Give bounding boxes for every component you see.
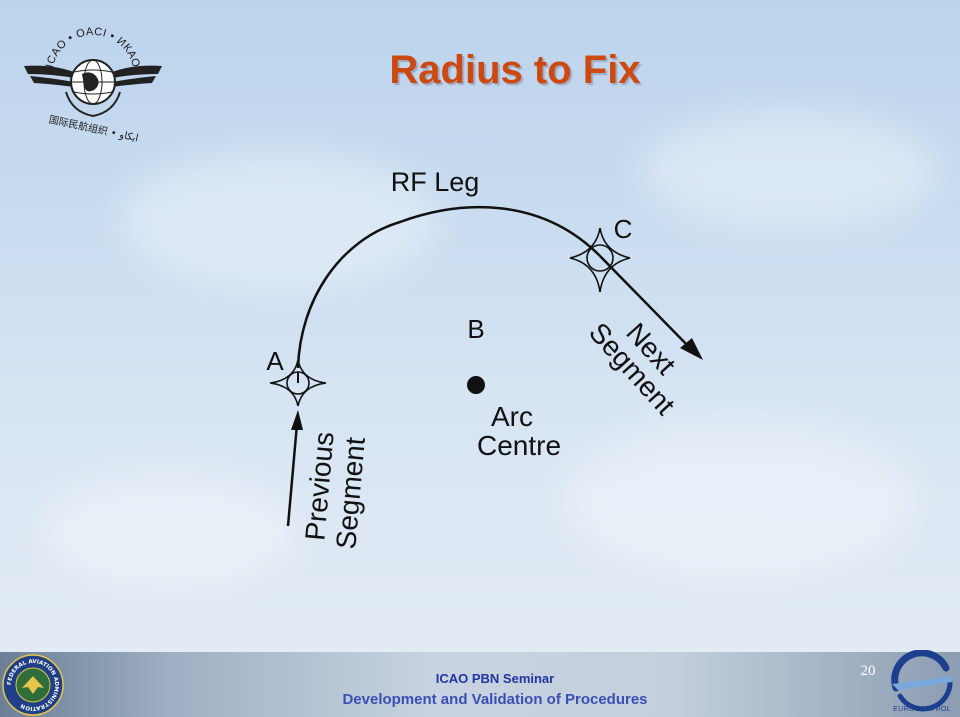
icao-emblem-icon: ICAO • OACI • ИКАО 国际民航组织 • ايكاو <box>24 26 162 144</box>
fix-a-label: A <box>266 346 284 376</box>
background-cloud <box>120 150 440 290</box>
arc-centre-point <box>467 376 485 394</box>
arc-centre-label-line2: Centre <box>477 430 561 461</box>
page-number: 20 <box>860 663 876 679</box>
slide-title: Radius to Fix <box>389 48 641 92</box>
footer-seminar-title: ICAO PBN Seminar <box>435 671 555 686</box>
rf-arc-path <box>296 206 601 369</box>
arc-centre-label-line1: Arc <box>491 401 533 432</box>
background-cloud <box>40 470 300 590</box>
waypoint-c-icon <box>569 227 631 293</box>
next-segment-line <box>599 255 693 351</box>
rf-leg-label: RF Leg <box>391 167 480 197</box>
next-segment-arrowhead <box>680 338 703 360</box>
waypoint-a-icon <box>269 359 327 407</box>
background-cloud <box>560 420 920 580</box>
previous-segment-line <box>286 423 299 527</box>
background-cloud <box>640 110 940 230</box>
footer-subtitle: Development and Validation of Procedures <box>342 691 648 708</box>
eurocontrol-text: EUROCONTROL <box>893 706 951 713</box>
previous-segment-arrowhead <box>291 410 303 430</box>
fix-c-label: C <box>614 214 633 244</box>
fix-b-label: B <box>467 314 484 344</box>
footer-bar <box>0 652 960 717</box>
faa-seal-icon: FEDERAL AVIATION ADMINISTRATION <box>2 654 64 716</box>
eurocontrol-logo-icon <box>891 650 954 712</box>
